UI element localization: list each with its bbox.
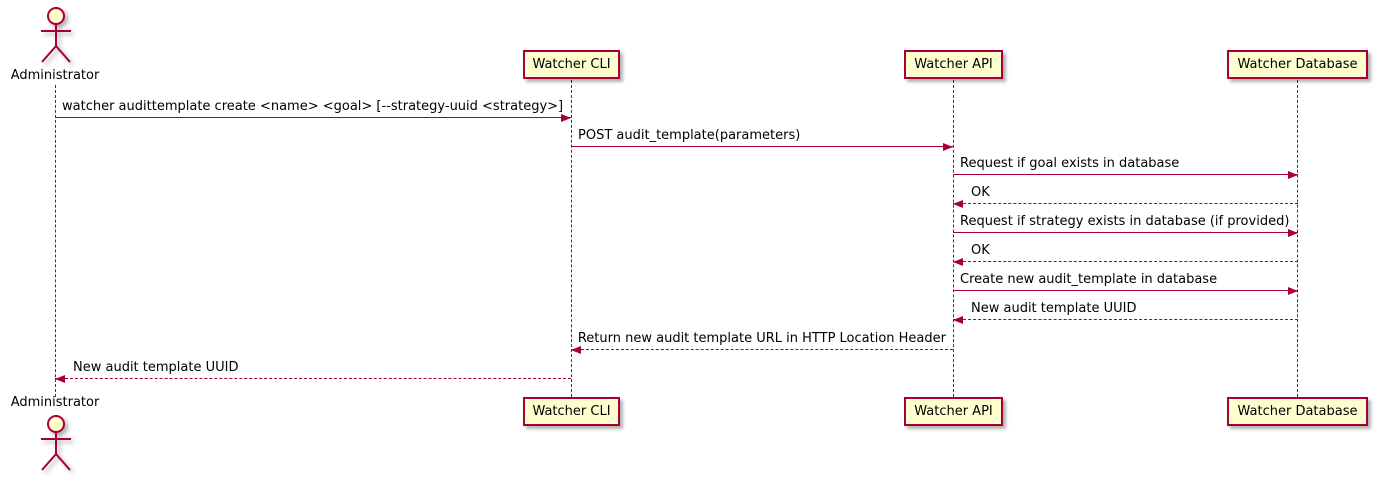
message-new-audit-template-uuid-db: New audit template UUID — [953, 301, 1298, 324]
message-line — [953, 290, 1298, 291]
lifeline-administrator — [55, 85, 56, 397]
message-ok-strategy: OK — [953, 243, 1298, 266]
arrowhead-right-icon — [1288, 287, 1298, 295]
arrowhead-right-icon — [943, 143, 953, 151]
lifeline-watcher-api — [953, 80, 954, 397]
message-label: POST audit_template(parameters) — [578, 128, 801, 143]
lifeline-watcher-cli — [571, 80, 572, 397]
arrowhead-left-icon — [953, 316, 963, 324]
message-request-strategy-exists: Request if strategy exists in database (… — [953, 214, 1298, 237]
actor-label-bottom: Administrator — [10, 395, 100, 410]
message-line — [953, 232, 1298, 233]
actor-label-top: Administrator — [10, 68, 100, 83]
message-return-url-location-header: Return new audit template URL in HTTP Lo… — [571, 331, 953, 354]
message-label: OK — [971, 185, 990, 200]
arrowhead-left-icon — [571, 346, 581, 354]
message-create-audit-template-db: Create new audit_template in database — [953, 272, 1298, 295]
arrowhead-right-icon — [561, 114, 571, 122]
participant-watcher-cli-top: Watcher CLI — [523, 50, 620, 79]
message-label: Request if strategy exists in database (… — [960, 214, 1290, 229]
message-label: New audit template UUID — [73, 360, 239, 375]
participant-watcher-api-bottom: Watcher API — [904, 397, 1003, 426]
lifeline-watcher-database — [1297, 80, 1298, 397]
message-line — [55, 117, 571, 118]
message-line — [571, 349, 953, 350]
arrowhead-left-icon — [953, 200, 963, 208]
message-label: Request if goal exists in database — [960, 156, 1180, 171]
participant-watcher-database-bottom: Watcher Database — [1227, 397, 1368, 426]
message-line — [953, 261, 1298, 262]
message-create-audittemplate: watcher audittemplate create <name> <goa… — [55, 99, 571, 122]
message-label: Create new audit_template in database — [960, 272, 1218, 287]
participant-watcher-cli-bottom: Watcher CLI — [523, 397, 620, 426]
actor-icon — [41, 7, 71, 63]
message-line — [953, 203, 1298, 204]
message-line — [55, 378, 571, 379]
message-label: watcher audittemplate create <name> <goa… — [62, 99, 564, 114]
message-post-audit-template: POST audit_template(parameters) — [571, 128, 953, 151]
actor-icon — [41, 415, 71, 471]
message-line — [953, 319, 1298, 320]
message-line — [953, 174, 1298, 175]
message-request-goal-exists: Request if goal exists in database — [953, 156, 1298, 179]
message-label: New audit template UUID — [971, 301, 1137, 316]
arrowhead-right-icon — [1288, 229, 1298, 237]
arrowhead-left-icon — [55, 375, 65, 383]
message-label: Return new audit template URL in HTTP Lo… — [577, 331, 946, 346]
message-ok-goal: OK — [953, 185, 1298, 208]
message-label: OK — [971, 243, 990, 258]
participant-watcher-database-top: Watcher Database — [1227, 50, 1368, 79]
message-new-audit-template-uuid-admin: New audit template UUID — [55, 360, 571, 383]
participant-watcher-api-top: Watcher API — [904, 50, 1003, 79]
arrowhead-right-icon — [1288, 171, 1298, 179]
arrowhead-left-icon — [953, 258, 963, 266]
message-line — [571, 146, 953, 147]
